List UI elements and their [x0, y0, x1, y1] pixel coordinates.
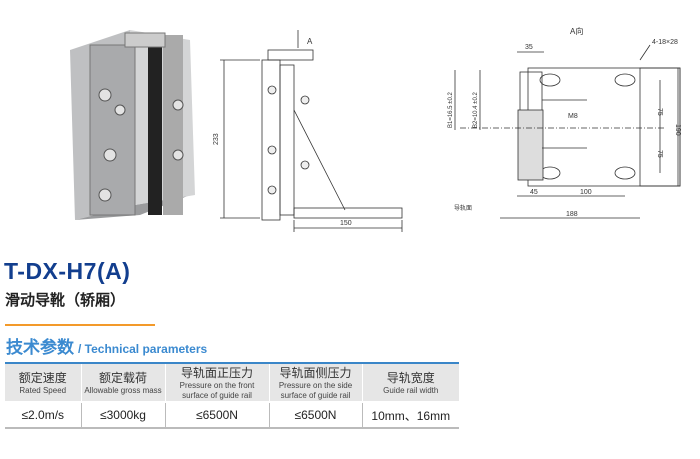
section-title-en: / Technical parameters [78, 342, 208, 356]
cell-rated-speed: ≤2.0m/s [5, 402, 82, 428]
side-view-drawing: A 233 150 [213, 30, 403, 232]
cell-rail-width: 10mm、16mm [371, 408, 451, 423]
dim-75a: 75 [656, 108, 663, 116]
dim-75b: 75 [656, 150, 663, 158]
dim-35: 35 [525, 44, 533, 51]
dim-45: 45 [530, 189, 538, 196]
divider [5, 324, 155, 326]
b1-dim: B1=16.5 ±0.2 [448, 92, 454, 128]
product-title: T-DX-H7(A) [4, 258, 131, 284]
b2-dim: B2=10.4 ±0.2 [473, 92, 479, 128]
rail-label: 导轨面 [454, 204, 472, 212]
dim-100: 100 [580, 189, 592, 196]
height-dim: 233 [213, 133, 220, 145]
dim-190: 190 [674, 124, 681, 136]
cell-side-pressure: ≤6500N [269, 402, 363, 428]
section-heading: 技术参数 / Technical parameters [6, 333, 207, 358]
cell-front-pressure: ≤6500N [165, 402, 270, 428]
cell-gross-mass: ≤3000kg [81, 402, 166, 428]
width-dim: 150 [340, 220, 352, 227]
product-photo [70, 30, 195, 220]
product-subtitle: 滑动导靴（轿厢） [5, 291, 126, 309]
view-title: A向 [570, 26, 583, 36]
table-row: ≤2.0m/s ≤3000kg ≤6500N ≤6500N 10mm、16mm [5, 402, 459, 428]
front-view-drawing: A向 35 4-18×28 B1=16.5 ±0.2 B2=10.4 ±0.2 … [448, 26, 681, 219]
slot-label: 4-18×28 [652, 39, 678, 46]
dim-188: 188 [566, 211, 578, 218]
view-a-label: A [307, 37, 313, 46]
section-title-cn: 技术参数 [6, 338, 74, 358]
bolt-label: M8 [568, 113, 578, 120]
